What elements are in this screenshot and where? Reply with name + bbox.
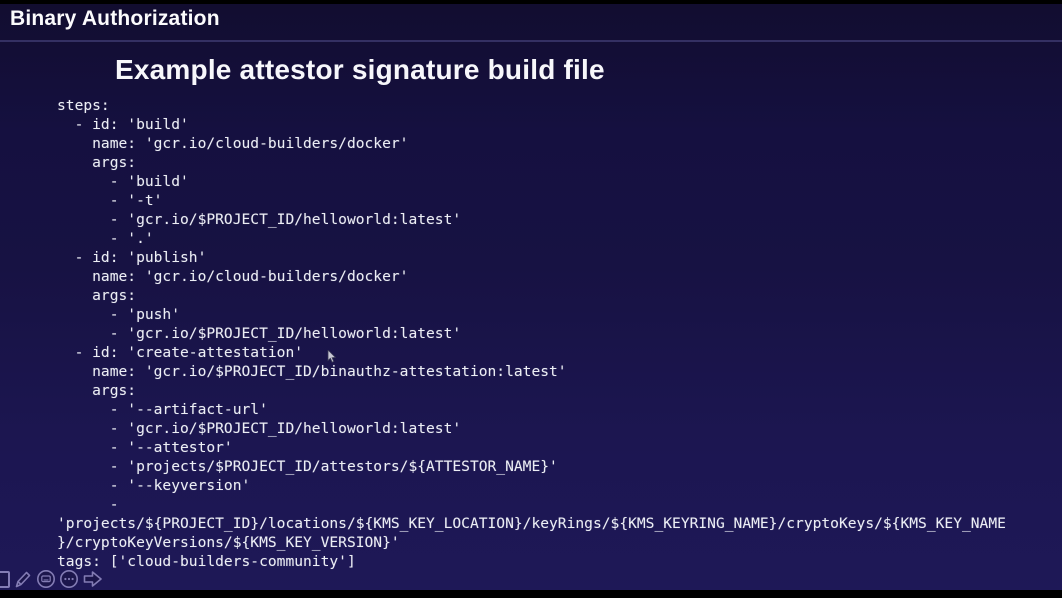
keyboard-icon[interactable]: [36, 569, 56, 589]
slide: Binary Authorization Example attestor si…: [0, 4, 1062, 590]
more-options-icon[interactable]: [59, 569, 79, 589]
mouse-cursor-icon: [327, 350, 337, 363]
yaml-code-block: steps: - id: 'build' name: 'gcr.io/cloud…: [57, 97, 1006, 570]
pencil-icon[interactable]: [13, 569, 33, 589]
deck-title: Binary Authorization: [10, 7, 220, 30]
next-arrow-icon[interactable]: [82, 569, 104, 589]
slide-square-icon[interactable]: [0, 570, 10, 588]
slide-title: Example attestor signature build file: [115, 54, 605, 85]
presenter-toolbar: [0, 568, 104, 590]
deck-header: Binary Authorization: [0, 4, 1062, 42]
